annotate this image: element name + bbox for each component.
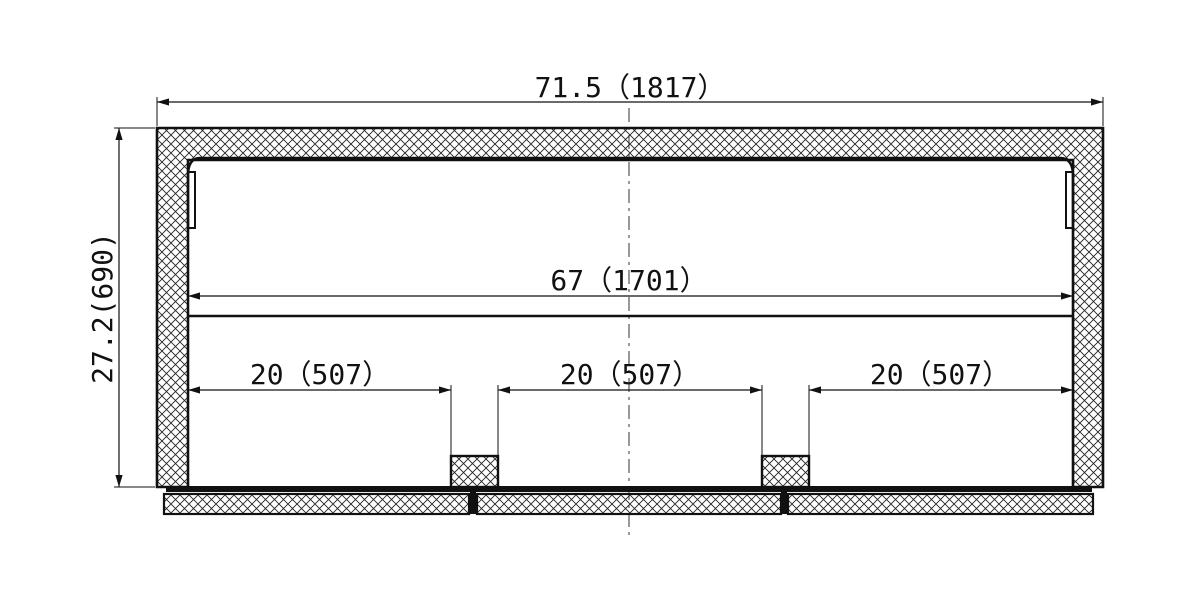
right-clip xyxy=(1065,171,1073,229)
section-2-label: 20（507） xyxy=(560,358,700,391)
interior-width-label: 67（1701） xyxy=(550,264,707,297)
section-3-label: 20（507） xyxy=(870,358,1010,391)
door-panel-left xyxy=(162,492,471,516)
mullion-block-right xyxy=(760,454,811,489)
overall-width-label: 71.5（1817） xyxy=(535,71,726,104)
door-panel-right xyxy=(786,492,1095,516)
connector-left xyxy=(470,490,476,514)
inner-liner xyxy=(186,156,1075,230)
base-line xyxy=(166,486,1092,492)
door-panel-center xyxy=(475,492,783,516)
section-1-label: 20（507） xyxy=(250,358,390,391)
insulated-shell xyxy=(155,126,1105,489)
mullion-block-left xyxy=(449,454,500,489)
overall-height-label: 27.2(690) xyxy=(86,232,119,384)
left-clip xyxy=(188,171,196,229)
connector-right xyxy=(781,490,787,514)
